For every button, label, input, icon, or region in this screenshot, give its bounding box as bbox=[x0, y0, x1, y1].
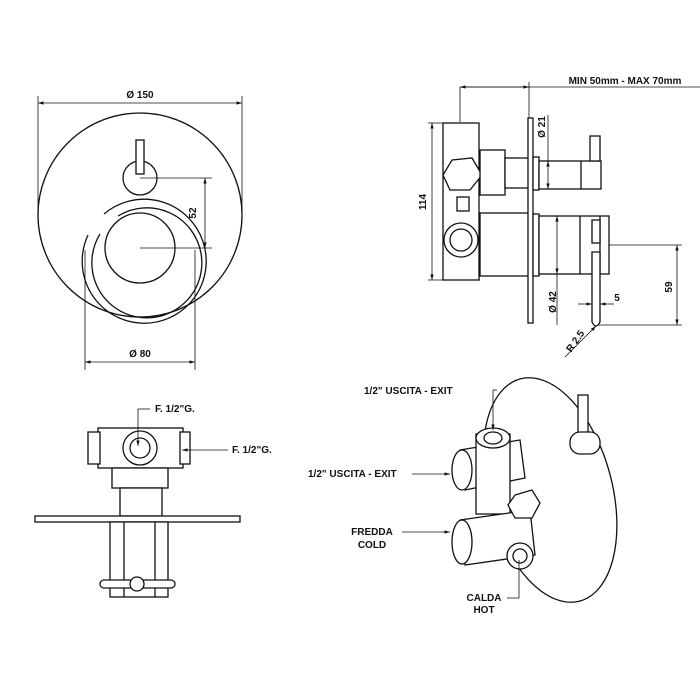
label-connection-top: F. 1/2"G. bbox=[155, 404, 195, 415]
mixer-ring bbox=[91, 207, 203, 319]
dim-plate-diameter: Ø 150 bbox=[126, 90, 154, 101]
label-connection-side: F. 1/2"G. bbox=[232, 445, 272, 456]
dim-radius: R 2.5 bbox=[565, 328, 588, 354]
hex-nut bbox=[442, 157, 483, 191]
label-exit-top: 1/2" USCITA - EXIT bbox=[364, 386, 453, 397]
label-hot-it: CALDA bbox=[467, 593, 502, 604]
dim-height: 114 bbox=[418, 193, 429, 210]
label-hot-en: HOT bbox=[473, 605, 494, 616]
dim-knob-diameter: Ø 80 bbox=[129, 349, 151, 360]
dim-small-diameter: Ø 21 bbox=[537, 116, 548, 138]
dim-lever-height: 59 bbox=[664, 281, 675, 293]
lever bbox=[591, 251, 601, 327]
label-exit-side: 1/2" USCITA - EXIT bbox=[308, 469, 397, 480]
iso-view: 1/2" USCITA - EXIT 1/2" USCITA - EXIT FR… bbox=[308, 377, 618, 616]
dim-depth-range: MIN 50mm - MAX 70mm bbox=[569, 76, 682, 87]
label-cold-it: FREDDA bbox=[351, 527, 393, 538]
wall-plate-top bbox=[34, 515, 241, 523]
dim-lever-width: 5 bbox=[614, 293, 620, 304]
top-view: F. 1/2"G. F. 1/2"G. bbox=[34, 404, 272, 598]
label-cold-en: COLD bbox=[358, 540, 386, 551]
wall-plate bbox=[527, 117, 534, 324]
front-view: Ø 150 52 Ø 80 bbox=[37, 90, 243, 370]
dim-center-distance: 52 bbox=[188, 207, 199, 219]
dim-large-diameter: Ø 42 bbox=[548, 291, 559, 313]
side-view: MIN 50mm - MAX 70mm 114 Ø 21 Ø 42 59 5 R… bbox=[418, 76, 700, 358]
iso-hex-nut bbox=[507, 489, 541, 519]
